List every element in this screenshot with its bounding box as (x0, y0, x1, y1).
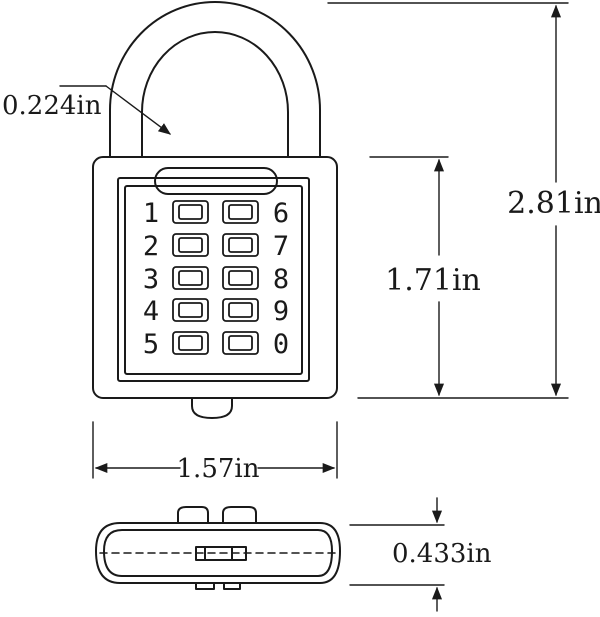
lock-body (92, 156, 338, 419)
key-digit: 6 (273, 198, 289, 229)
keypad-left-digits: 1 2 3 4 5 (143, 198, 159, 360)
body-width-label: 1.57in (177, 454, 260, 484)
dim-shackle-leader (59, 85, 172, 135)
keypad-right-digits: 6 7 8 9 0 (273, 198, 289, 360)
key-button (172, 331, 209, 355)
body-height-label: 1.71in (385, 263, 481, 298)
key-digit: 3 (143, 264, 159, 295)
key-button (172, 233, 209, 257)
key-button (222, 200, 259, 224)
key-digit: 8 (273, 264, 289, 295)
keypad-buttons (172, 200, 259, 355)
key-digit: 5 (143, 329, 159, 360)
dim-body-width-lines (92, 421, 338, 479)
dim-body-height-lines (369, 156, 449, 397)
shackle (109, 1, 321, 158)
dim-overall-height-lines (327, 2, 569, 399)
overall-height-label: 2.81in (507, 186, 600, 221)
key-digit: 1 (143, 198, 159, 229)
key-button (222, 298, 259, 322)
side-view (95, 506, 341, 590)
key-button (222, 233, 259, 257)
key-button (172, 298, 209, 322)
key-button (222, 331, 259, 355)
key-button (172, 200, 209, 224)
thickness-label: 0.433in (392, 539, 492, 569)
key-digit: 7 (273, 231, 289, 262)
key-digit: 9 (273, 296, 289, 327)
key-button (222, 266, 259, 290)
key-button (172, 266, 209, 290)
key-digit: 0 (273, 329, 289, 360)
shackle-diameter-label: 0.224in (2, 91, 102, 121)
dim-thickness-lines (349, 497, 445, 612)
key-digit: 2 (143, 231, 159, 262)
key-digit: 4 (143, 296, 159, 327)
